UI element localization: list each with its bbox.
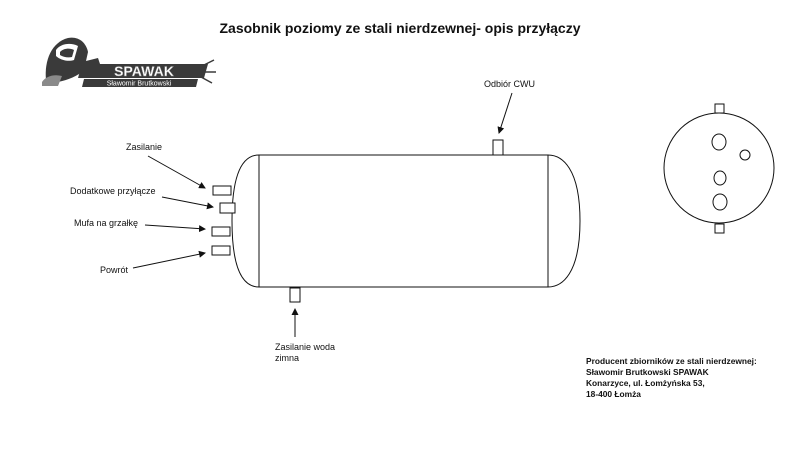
label-zasilanie-woda-line1: Zasilanie woda	[275, 342, 336, 352]
end-view-port-2	[739, 149, 751, 161]
label-zasilanie: Zasilanie	[126, 142, 163, 152]
label-odbior-cwu: Odbiór CWU	[484, 79, 536, 89]
arrow-odbior-cwu	[497, 92, 513, 134]
label-mufa-na-grzalke: Mufa na grzałkę	[74, 218, 139, 228]
producer-line-4: 18-400 Łomża	[586, 389, 641, 399]
arrow-zasilanie	[147, 155, 206, 189]
label-powrot: Powrót	[100, 265, 129, 275]
page-title: Zasobnik poziomy ze stali nierdzewnej- o…	[219, 20, 581, 36]
producer-line-1: Producent zbiorników ze stali nierdzewne…	[586, 356, 757, 366]
tank-body	[231, 154, 581, 288]
end-view-port-4	[712, 193, 728, 211]
connector-zasilanie-woda	[289, 287, 301, 303]
arrow-mufa	[144, 224, 206, 233]
logo-owner-text: Sławomir Brutkowski	[107, 81, 172, 88]
end-view-top-connector	[714, 103, 725, 114]
producer-line-2: Sławomir Brutkowski SPAWAK	[586, 367, 709, 377]
connector-powrot	[211, 245, 231, 256]
label-zasilanie-woda-line2: zimna	[275, 353, 300, 363]
spawak-logo: SPAWAK Sławomir Brutkowski	[38, 30, 218, 92]
end-view-port-3	[713, 170, 727, 186]
logo-brand-text: SPAWAK	[114, 63, 174, 79]
label-dodatkowe-przylacze: Dodatkowe przyłącze	[70, 186, 156, 196]
welder-helmet-icon: SPAWAK Sławomir Brutkowski	[42, 37, 216, 88]
connector-zasilanie	[212, 185, 232, 196]
end-view-port-1	[711, 133, 727, 151]
arrow-dodatkowe	[161, 196, 214, 210]
connector-odbior-cwu	[492, 139, 504, 156]
producer-line-3: Konarzyce, ul. Łomżyńska 53,	[586, 378, 705, 388]
end-view-bottom-connector	[714, 223, 725, 234]
connector-mufa	[211, 226, 231, 237]
tank-end-view	[663, 112, 775, 224]
connector-dodatkowe	[219, 202, 236, 214]
producer-info: Producent zbiorników ze stali nierdzewne…	[586, 356, 757, 400]
arrow-powrot	[132, 250, 206, 269]
